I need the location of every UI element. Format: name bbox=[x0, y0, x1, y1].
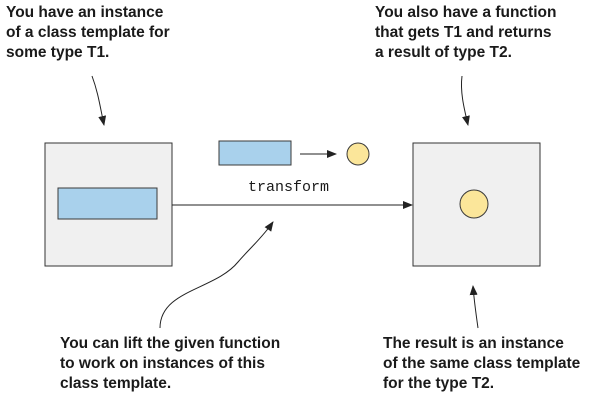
callout-line: You can lift the given function bbox=[60, 335, 281, 352]
callout-line: a result of type T2. bbox=[375, 44, 512, 61]
pointer-arrow-bottom-left bbox=[159, 221, 274, 329]
callout-line: The result is an instance bbox=[383, 335, 564, 352]
callout-line: class template. bbox=[60, 375, 172, 392]
callout-result: The result is an instance of the same cl… bbox=[383, 334, 580, 394]
callout-line: to work on instances of this bbox=[60, 355, 265, 372]
callout-function: You also have a function that gets T1 an… bbox=[375, 3, 556, 63]
callout-line: You have an instance bbox=[6, 4, 164, 21]
callout-line: of a class template for bbox=[6, 24, 170, 41]
callout-line: You also have a function bbox=[375, 4, 557, 21]
t1-value-rect bbox=[57, 187, 158, 220]
callout-line: of the same class template bbox=[383, 355, 581, 372]
callout-source-instance: You have an instance of a class template… bbox=[6, 3, 170, 63]
pointer-arrow-bottom-right bbox=[469, 285, 479, 329]
callout-lift: You can lift the given function to work … bbox=[60, 334, 280, 394]
function-input-rect bbox=[218, 140, 292, 166]
t2-value-circle bbox=[459, 189, 489, 219]
callout-line: some type T1. bbox=[6, 44, 110, 61]
transform-label: transform bbox=[248, 179, 329, 196]
callout-line: that gets T1 and returns bbox=[375, 24, 552, 41]
pointer-arrow-top-left bbox=[91, 75, 107, 126]
pointer-arrow-top-right bbox=[461, 75, 470, 126]
function-output-circle bbox=[346, 142, 370, 166]
callout-line: for the type T2. bbox=[383, 375, 495, 392]
